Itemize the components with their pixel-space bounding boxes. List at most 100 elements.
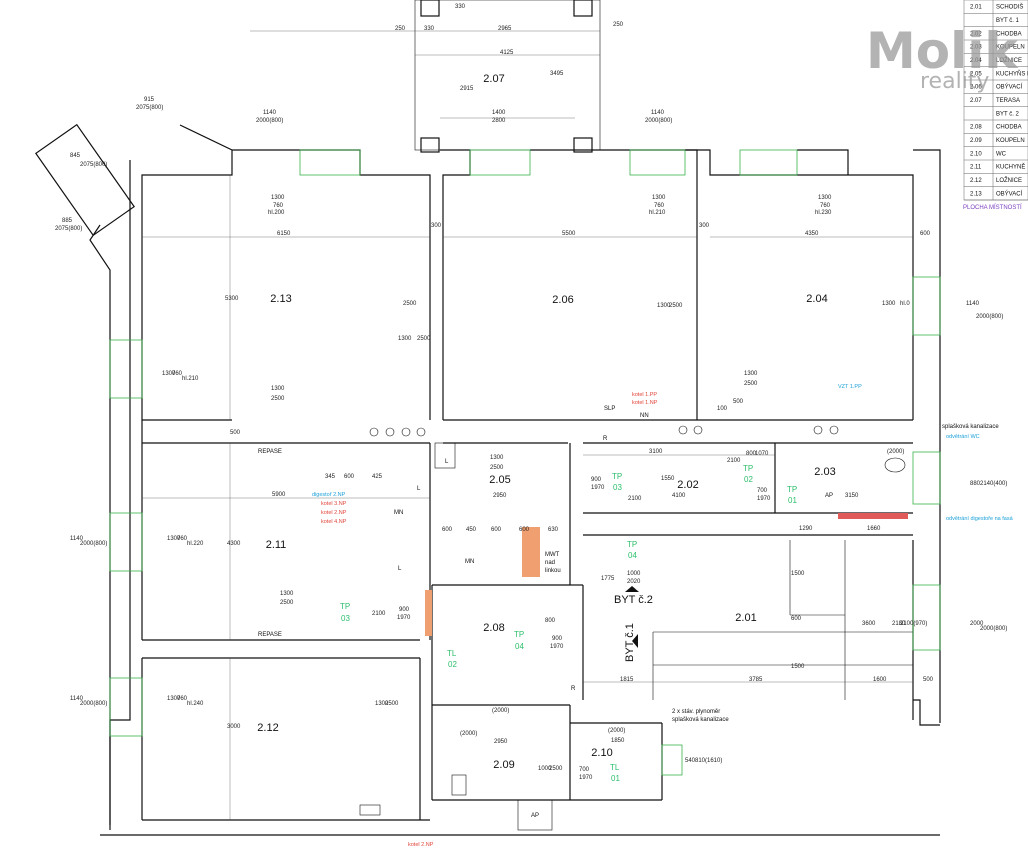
- legend-room-name: BYT č. 1: [996, 18, 1020, 24]
- dim: (2000): [608, 728, 625, 734]
- tag-tl-num: 01: [611, 774, 620, 783]
- dim: 1550: [661, 476, 675, 482]
- dim: 1140: [263, 110, 277, 116]
- room-2-12-label: 2.12: [257, 722, 278, 734]
- dim: 1815: [620, 677, 634, 683]
- tag-tp-num: 04: [515, 642, 524, 651]
- dim: 1140: [966, 301, 980, 307]
- dim: 2075(800): [136, 105, 163, 111]
- dim: 1850: [611, 738, 625, 744]
- dim: (2000): [887, 449, 904, 455]
- dim: 2500: [385, 701, 399, 707]
- dim: 2020: [627, 579, 641, 585]
- note-r: R: [571, 686, 576, 692]
- dim: 600: [519, 527, 530, 533]
- dim: 1070: [755, 451, 769, 457]
- dim: 5500: [562, 231, 576, 237]
- dim: 2500: [417, 336, 431, 342]
- dim: 2500: [669, 303, 683, 309]
- dim: hl.0: [900, 301, 910, 307]
- tag-tp: TP: [514, 630, 524, 639]
- dim: 810(1610): [695, 758, 722, 764]
- dim: 1000: [627, 571, 641, 577]
- note-l: L: [398, 566, 402, 572]
- note-splaskova-2: splašková kanalizace: [672, 717, 729, 723]
- note-kotel-1np: kotel 1.NP: [632, 400, 658, 406]
- note-odvetrani-wc: odvětrání WC: [946, 434, 980, 440]
- tag-tp: TP: [340, 602, 350, 611]
- dim: 900: [591, 477, 602, 483]
- dim: 1300: [162, 371, 176, 377]
- dim: 2100: [372, 611, 386, 617]
- tag-tp: TP: [743, 464, 753, 473]
- notes: REPASE REPASE kotel 1.PP kotel 1.NP VZT …: [258, 384, 1014, 848]
- tag-tp-num: 02: [744, 475, 753, 484]
- legend-room-name: KUCHYŇS KOUT: [996, 70, 1028, 77]
- legend-room-number: 2.06: [970, 85, 982, 91]
- room-2-09-label: 2.09: [493, 759, 514, 771]
- molik-reality-logo: Molik reality: [866, 22, 1019, 94]
- dim: 1290: [799, 526, 813, 532]
- note-slp: SLP: [604, 406, 615, 412]
- room-2-13-label: 2.13: [270, 293, 291, 305]
- dim: 1300: [490, 455, 504, 461]
- legend-room-number: 2.12: [970, 178, 982, 184]
- note-mwt: MWT: [545, 552, 560, 558]
- tag-tp: TP: [612, 472, 622, 481]
- dim: 1300: [398, 336, 412, 342]
- room-2-06-label: 2.06: [552, 294, 573, 306]
- legend-room-name: KOUPELN: [996, 138, 1025, 144]
- tag-tl-num: 02: [448, 660, 457, 669]
- dim: 1500: [791, 571, 805, 577]
- dim: 630: [548, 527, 559, 533]
- note-kotel-2np: kotel 2.NP: [321, 510, 347, 516]
- room-2-01-label: 2.01: [735, 612, 756, 624]
- dim: 1000: [538, 766, 552, 772]
- dim: 700: [757, 488, 768, 494]
- apartment-byt-1-label: BYT č.1: [624, 623, 636, 662]
- installations: [369, 425, 908, 796]
- dim: 800: [746, 451, 757, 457]
- legend-room-number: 2.11: [970, 165, 982, 171]
- dim: 2075(800): [55, 226, 82, 232]
- dim: 4125: [500, 50, 514, 56]
- tag-tp: TP: [627, 540, 637, 549]
- tag-tp-num: 03: [613, 483, 622, 492]
- dim: 1500: [791, 664, 805, 670]
- staircase-2-01: [652, 540, 913, 700]
- dim: 1300: [744, 371, 758, 377]
- legend-room-number: 2.04: [970, 58, 982, 64]
- dim: 2965: [498, 26, 512, 32]
- legend-room-name: CHODBA: [996, 125, 1022, 131]
- dim: 540: [685, 758, 696, 764]
- dim: hl.200: [268, 210, 285, 216]
- note-repase: REPASE: [258, 449, 282, 455]
- dim: 500: [733, 399, 744, 405]
- legend-room-name: LOŽNICE: [996, 56, 1022, 64]
- dim: 3000: [227, 724, 241, 730]
- dim: 4100: [672, 493, 686, 499]
- dim: 1140: [70, 536, 84, 542]
- dim: 500: [230, 430, 241, 436]
- dim: 880: [970, 481, 981, 487]
- dim: 1970: [397, 615, 411, 621]
- dim: 760: [177, 536, 188, 542]
- note-l: L: [445, 459, 449, 465]
- dim: 2180: [892, 621, 906, 627]
- dim: 760: [820, 203, 831, 209]
- dim: 2500: [280, 600, 294, 606]
- dim: 5300: [225, 296, 239, 302]
- legend-room-name: CHODBA: [996, 31, 1022, 37]
- dim: 760: [654, 203, 665, 209]
- dim: hl.210: [182, 376, 199, 382]
- dim: 6150: [277, 231, 291, 237]
- dim: 700: [579, 767, 590, 773]
- dim: 4300: [227, 541, 241, 547]
- dim: 800: [545, 618, 556, 624]
- exterior-walls: [35, 123, 941, 836]
- note-r: R: [603, 436, 608, 442]
- dim: 1300: [818, 195, 832, 201]
- tag-tl: TL: [610, 763, 620, 772]
- legend-room-number: 2.09: [970, 138, 982, 144]
